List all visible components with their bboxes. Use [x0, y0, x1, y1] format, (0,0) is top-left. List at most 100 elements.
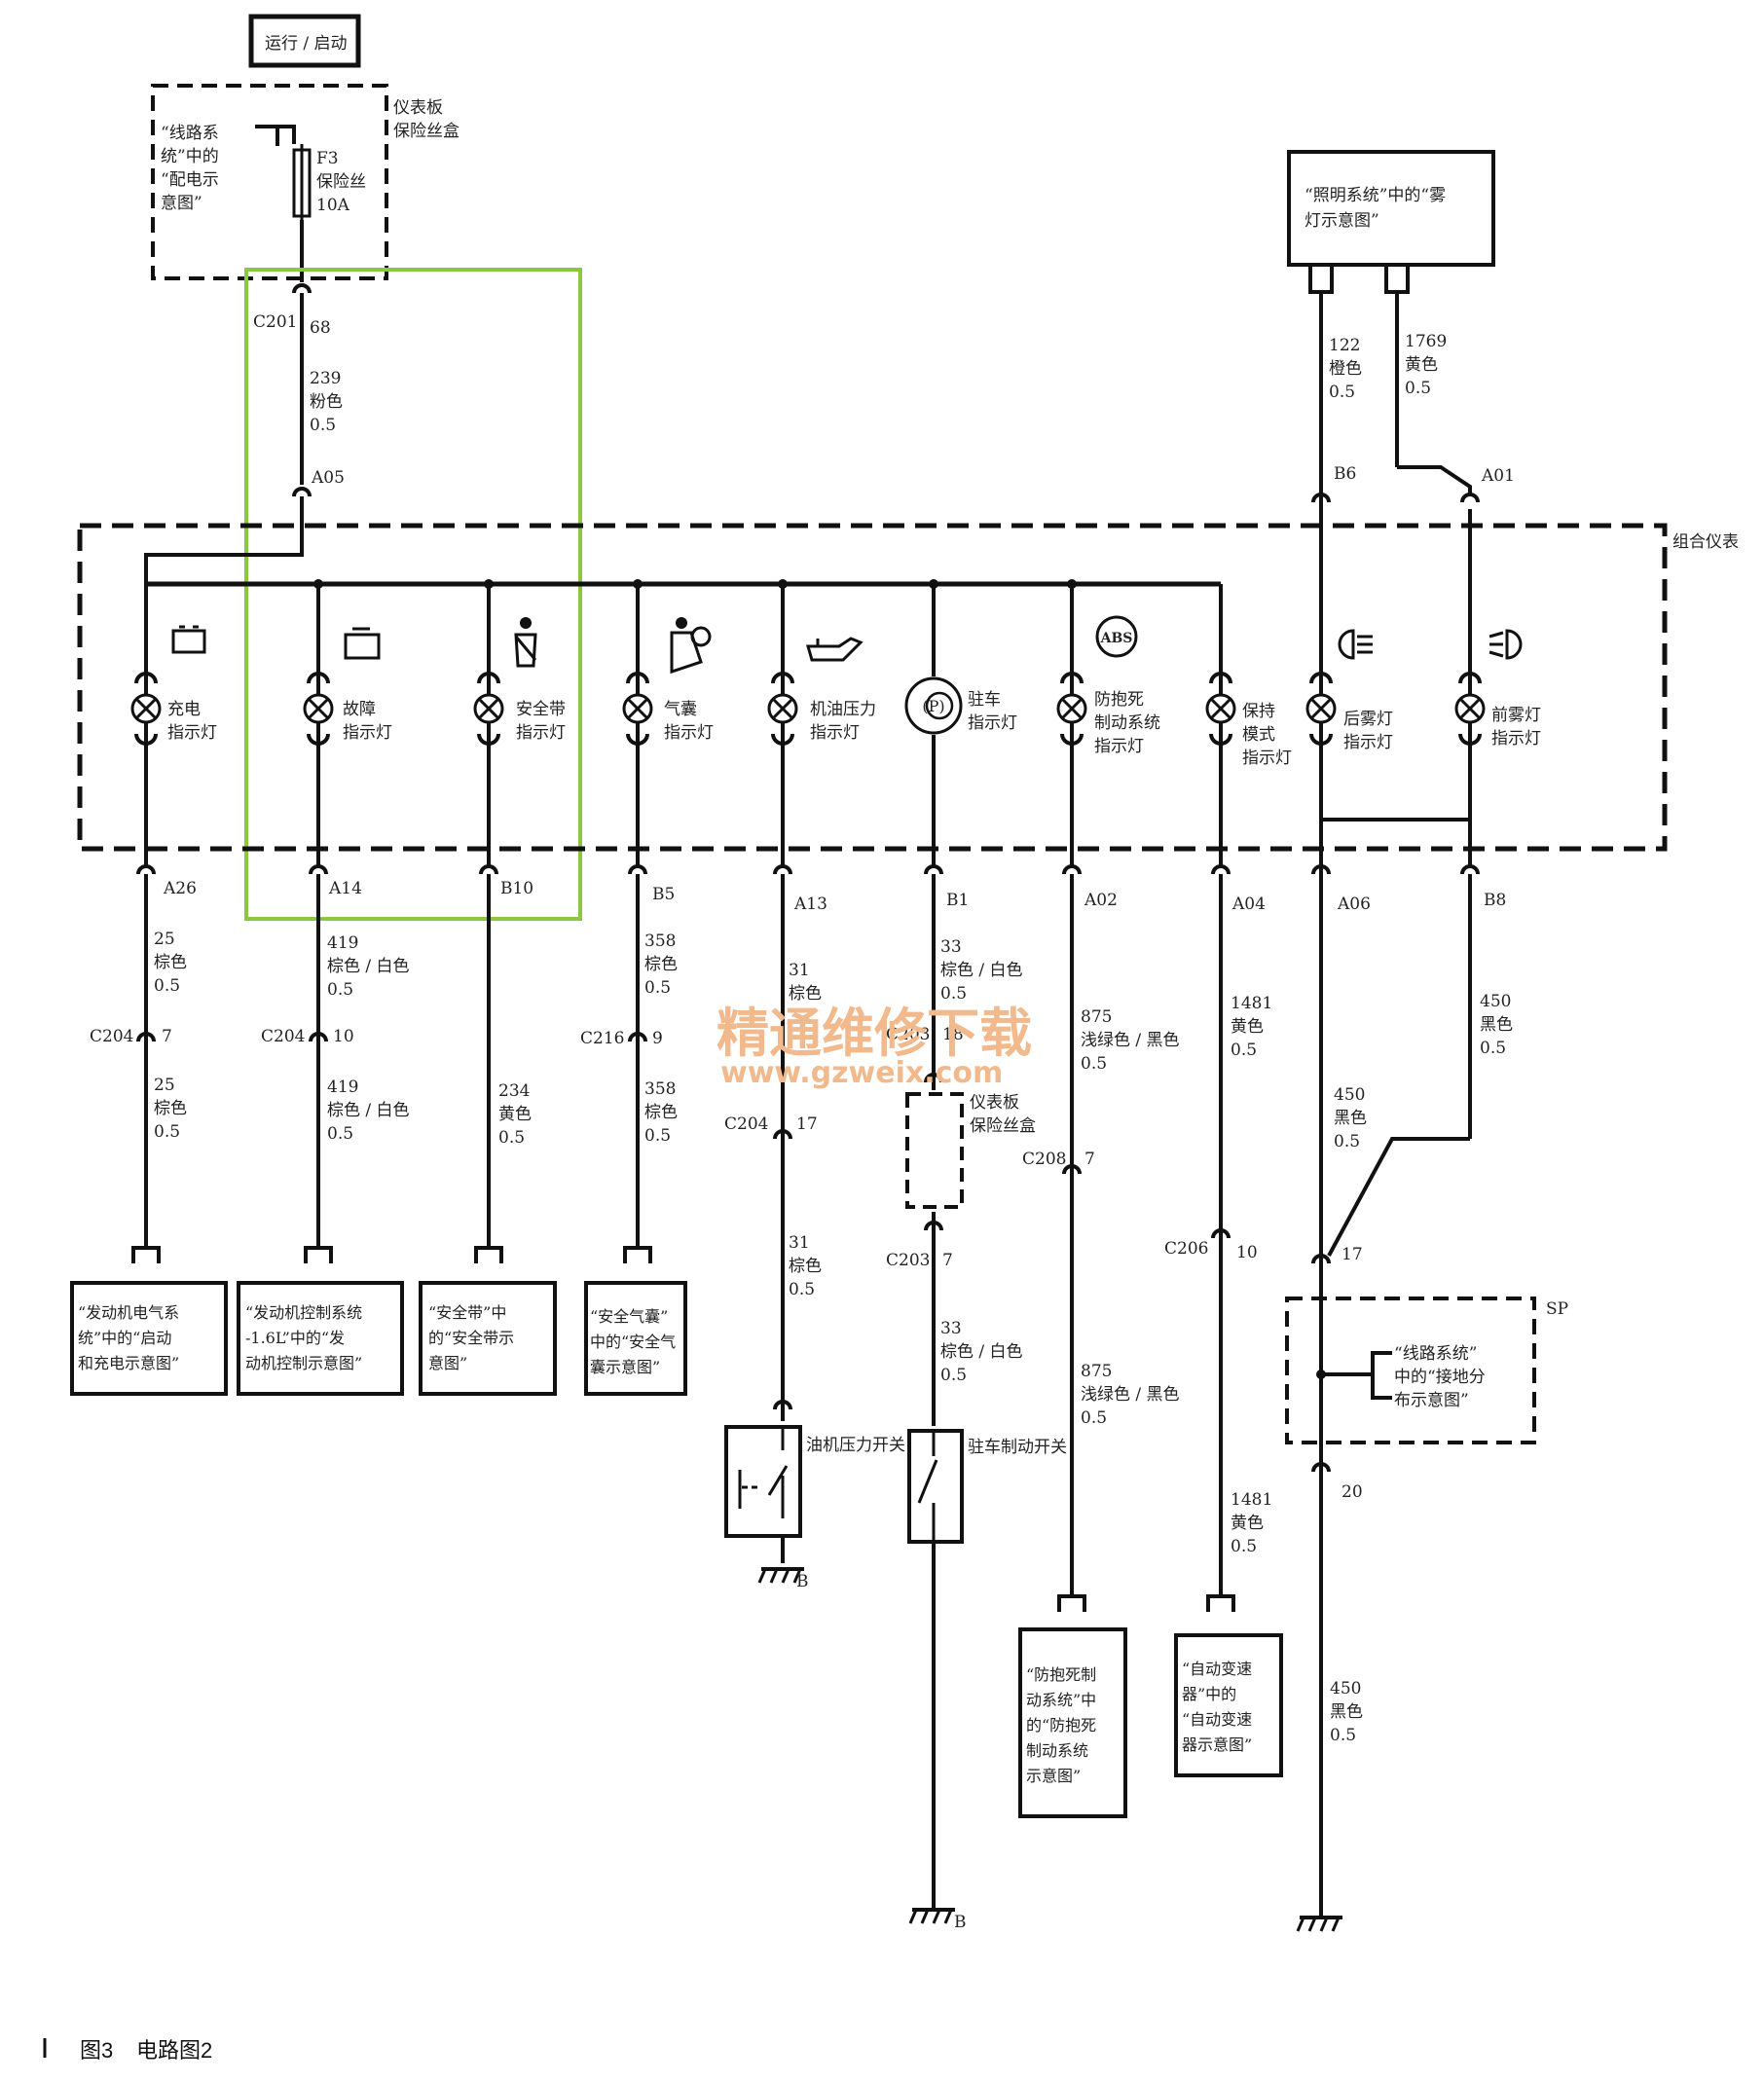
rear-fog-wire-num: 122 [1329, 336, 1360, 355]
airbag-lamp-label-2: 指示灯 [664, 723, 714, 743]
figure-number: 图3 [80, 2038, 113, 2063]
hold-c206: C206 [1164, 1239, 1208, 1259]
seatbelt-lamp-label-1: 安全带 [516, 700, 566, 719]
a14-pin: A14 [328, 879, 362, 898]
abs-module-box [1018, 1627, 1127, 1818]
trans-ref-3: “自动变速 [1182, 1710, 1252, 1729]
fuse-ref-1: “线路系 [161, 124, 219, 143]
fuse-box-outline [151, 84, 388, 280]
front-fog-wire-color: 黄色 [1405, 355, 1438, 375]
abs-ref-2: 动系统”中 [1026, 1691, 1096, 1709]
park-wire2-color: 棕色 / 白色 [940, 1342, 1023, 1362]
airbag-lamp-label-1: 气囊 [664, 700, 697, 719]
park-wire2-num: 33 [940, 1319, 962, 1338]
seatbelt-ref-1: “安全带”中 [428, 1303, 506, 1322]
fuse-id: F3 [316, 149, 339, 168]
rfog-wire-size: 0.5 [1334, 1132, 1360, 1151]
abs-c208-pin: 7 [1084, 1150, 1095, 1169]
belt-wire-num: 234 [498, 1081, 530, 1101]
park-c203b: C203 [886, 1251, 930, 1270]
fuse-box-label-2: 保险丝盒 [393, 122, 459, 141]
charge-wire2-color: 棕色 [154, 1099, 187, 1118]
fuse-box-2-label-1: 仪表板 [970, 1093, 1019, 1113]
abs-wire2-num: 875 [1081, 1362, 1112, 1381]
charge-wire2-num: 25 [154, 1076, 175, 1095]
fuse-ref-3: “配电示 [161, 170, 219, 190]
seatbelt-icon [514, 617, 537, 668]
seatbelt-box [419, 1281, 557, 1396]
ground-wire-size: 0.5 [1330, 1726, 1356, 1745]
engine-electrical-ref-2: 统”中的“启动 [78, 1329, 171, 1347]
b1-pin: B1 [946, 891, 969, 910]
sp-label: SP [1546, 1299, 1568, 1319]
fuse-label: 保险丝 [316, 172, 366, 192]
park-wire-size: 0.5 [940, 984, 967, 1004]
oil-switch-label: 油机压力开关 [806, 1436, 905, 1455]
airbag-ref-3: 囊示意图” [590, 1358, 660, 1376]
fuse-ref-2: 统”中的 [161, 147, 219, 166]
b8-pin: B8 [1484, 891, 1506, 910]
rfog-wire-num: 450 [1334, 1085, 1365, 1105]
park-wire-num: 33 [940, 937, 962, 957]
hold-lamp-label-1: 保持 [1242, 702, 1275, 721]
hold-wire2-color: 黄色 [1231, 1514, 1264, 1533]
fuse-box-2-outline [905, 1092, 964, 1209]
hold-wire2-num: 1481 [1231, 1490, 1272, 1510]
park-switch-label: 驻车制动开关 [968, 1438, 1067, 1457]
abs-wire-num: 875 [1081, 1007, 1112, 1027]
fuse-ref-4: 意图” [161, 194, 202, 213]
ffog-wire-size: 0.5 [1480, 1039, 1506, 1058]
oil-wire2-color: 棕色 [789, 1257, 822, 1276]
fault-wire2-size: 0.5 [327, 1124, 353, 1144]
cluster-label: 组合仪表 [1672, 532, 1739, 552]
transmission-box [1174, 1633, 1283, 1777]
abs-c208: C208 [1022, 1150, 1066, 1169]
oil-lamp-label-1: 机油压力 [810, 700, 876, 719]
feed-wire-size: 0.5 [310, 416, 336, 435]
rear-fog-wire-color: 橙色 [1329, 359, 1362, 379]
trans-ref-4: 器示意图” [1182, 1735, 1252, 1754]
svg-text:ABS: ABS [1100, 631, 1133, 646]
park-c203b-pin: 7 [942, 1251, 953, 1270]
oil-wire-num: 31 [789, 961, 810, 980]
c201-pin: 68 [310, 318, 331, 338]
engine-electrical-box [70, 1281, 228, 1396]
fault-c204: C204 [261, 1027, 305, 1046]
abs-wire2-color: 浅绿色 / 黑色 [1081, 1385, 1180, 1405]
airbag-c216: C216 [580, 1029, 624, 1048]
abs-ref-5: 示意图” [1026, 1767, 1081, 1785]
charge-lamp-label-1: 充电 [167, 700, 201, 719]
highlight-box [244, 268, 582, 921]
engine-icon [344, 627, 381, 660]
lighting-ref-1: “照明系统”中的“雾 [1305, 186, 1446, 205]
fault-wire2-color: 棕色 / 白色 [327, 1101, 410, 1120]
instrument-cluster-outline [77, 523, 1668, 852]
seatbelt-ref-2: 的“安全带示 [428, 1329, 514, 1347]
sp-pin-20: 20 [1341, 1482, 1363, 1502]
ground-wire-color: 黑色 [1330, 1702, 1363, 1722]
seatbelt-lamp-label-2: 指示灯 [516, 723, 566, 743]
abs-ref-3: 的“防抱死 [1026, 1716, 1096, 1735]
abs-ref-4: 制动系统 [1026, 1741, 1088, 1760]
fault-lamp-label-2: 指示灯 [343, 723, 392, 743]
hold-wire-size: 0.5 [1231, 1041, 1257, 1060]
b6-pin: B6 [1334, 464, 1356, 484]
fault-wire2-num: 419 [327, 1078, 358, 1097]
abs-lamp-label-2: 制动系统 [1094, 713, 1160, 733]
charge-wire-num: 25 [154, 930, 175, 949]
oil-c204-pin: 17 [796, 1114, 818, 1134]
fault-wire-size: 0.5 [327, 980, 353, 1000]
rear-fog-lamp-label-2: 指示灯 [1343, 733, 1393, 752]
watermark-url: www.gzweix.com [720, 1056, 1003, 1090]
airbag-icon [670, 617, 712, 675]
parking-brake-switch [907, 1429, 964, 1544]
trans-ref-1: “自动变速 [1182, 1660, 1252, 1678]
fuse-box-label-1: 仪表板 [393, 98, 443, 118]
a13-pin: A13 [793, 895, 827, 914]
sp-ref-3: 布示意图” [1394, 1391, 1469, 1410]
engine-control-ref-1: “发动机控制系统 [245, 1303, 362, 1322]
hold-lamp-label-3: 指示灯 [1242, 749, 1292, 768]
charge-wire-color: 棕色 [154, 953, 187, 972]
